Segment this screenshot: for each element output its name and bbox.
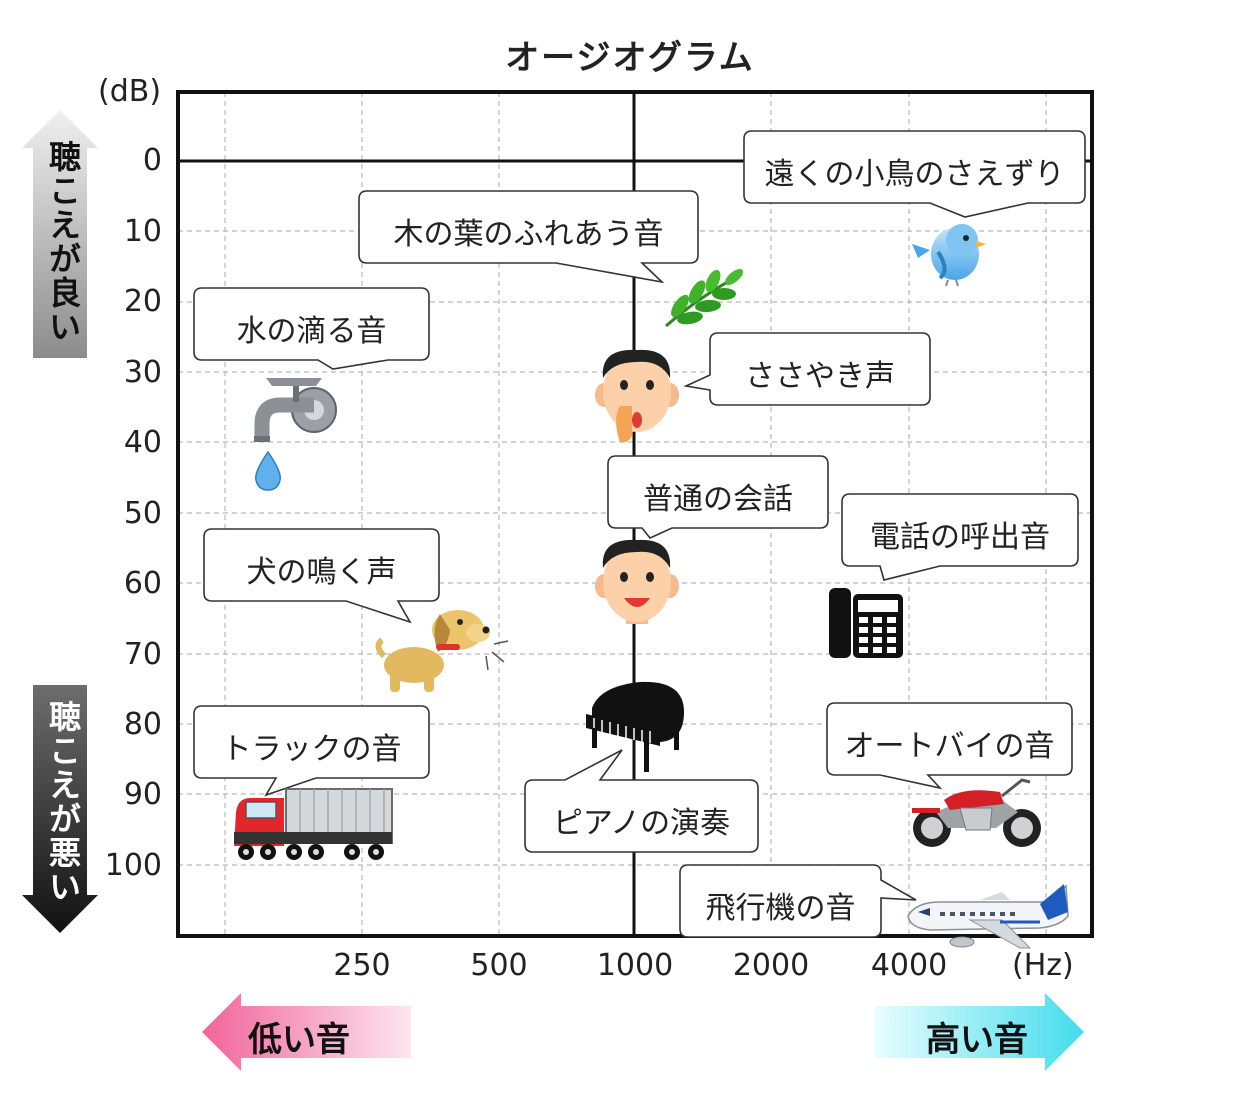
truck-icon: [234, 788, 393, 860]
label-piano: ピアノの演奏: [552, 806, 731, 841]
y-tick-label: 0: [142, 143, 162, 178]
bubble-faucet: [193, 287, 430, 370]
bubble-bird: [743, 130, 1086, 218]
low-sound-label: 低い音: [248, 1020, 350, 1060]
y-tick-label: 40: [123, 425, 162, 460]
x-tick-label: 4000: [870, 948, 948, 983]
good-hearing-label: 聴こえが良い: [44, 140, 82, 344]
x-tick-label: 250: [333, 948, 391, 983]
label-bird: 遠くの小鳥のさえずり: [764, 157, 1065, 192]
y-tick-label: 90: [123, 777, 162, 812]
telephone-icon: [829, 588, 903, 658]
bad-hearing-label: 聴こえが悪い: [44, 700, 82, 904]
whisper-face-icon: [595, 349, 679, 443]
y-tick-label: 70: [123, 637, 162, 672]
x-axis-unit: (Hz): [1012, 948, 1074, 983]
leaves-icon: [665, 268, 744, 328]
dog-icon: [375, 610, 509, 692]
y-tick-label: 30: [123, 355, 162, 390]
high-sound-arrow: [875, 993, 1084, 1071]
high-sound-label: 高い音: [926, 1020, 1028, 1060]
bubble-telephone: [841, 493, 1079, 581]
motorcycle-icon: [912, 778, 1041, 847]
y-tick-label: 100: [104, 848, 162, 883]
speech-bubbles: [193, 130, 1086, 938]
talking-face-icon: [595, 539, 679, 624]
label-truck: トラックの音: [221, 732, 402, 767]
label-telephone: 電話の呼出音: [870, 520, 1050, 555]
label-airplane: 飛行機の音: [705, 891, 856, 926]
bubble-airplane: [679, 864, 917, 938]
piano-icon: [586, 681, 684, 772]
bubble-motorcycle: [826, 702, 1073, 790]
y-tick-label: 60: [123, 566, 162, 601]
x-tick-label: 500: [470, 948, 528, 983]
bubble-whisper: [683, 332, 931, 406]
bubble-dog: [203, 528, 440, 624]
y-axis-unit: (dB): [98, 74, 162, 109]
label-conversation: 普通の会話: [643, 482, 793, 517]
label-leaves: 木の葉のふれあう音: [393, 217, 664, 252]
label-whisper: ささやき声: [745, 359, 895, 394]
bird-icon: [912, 224, 986, 287]
faucet-icon: [254, 378, 337, 491]
x-tick-label: 1000: [596, 948, 674, 983]
chart-title: オージオグラム: [505, 38, 755, 78]
label-motorcycle: オートバイの音: [844, 729, 1055, 764]
y-tick-label: 50: [123, 496, 162, 531]
bubble-truck: [193, 705, 430, 797]
bubble-piano: [524, 749, 759, 853]
good-hearing-arrow: [22, 110, 98, 358]
bubble-leaves: [358, 190, 699, 284]
y-tick-label: 10: [123, 214, 162, 249]
y-tick-label: 20: [123, 284, 162, 319]
bad-hearing-arrow: [22, 685, 98, 933]
x-tick-label: 2000: [732, 948, 810, 983]
label-faucet: 水の滴る音: [236, 314, 387, 349]
low-sound-arrow: [202, 993, 411, 1071]
airplane-icon: [907, 884, 1069, 949]
y-tick-label: 80: [123, 707, 162, 742]
label-dog: 犬の鳴く声: [246, 555, 397, 590]
bubble-conversation: [607, 455, 829, 539]
